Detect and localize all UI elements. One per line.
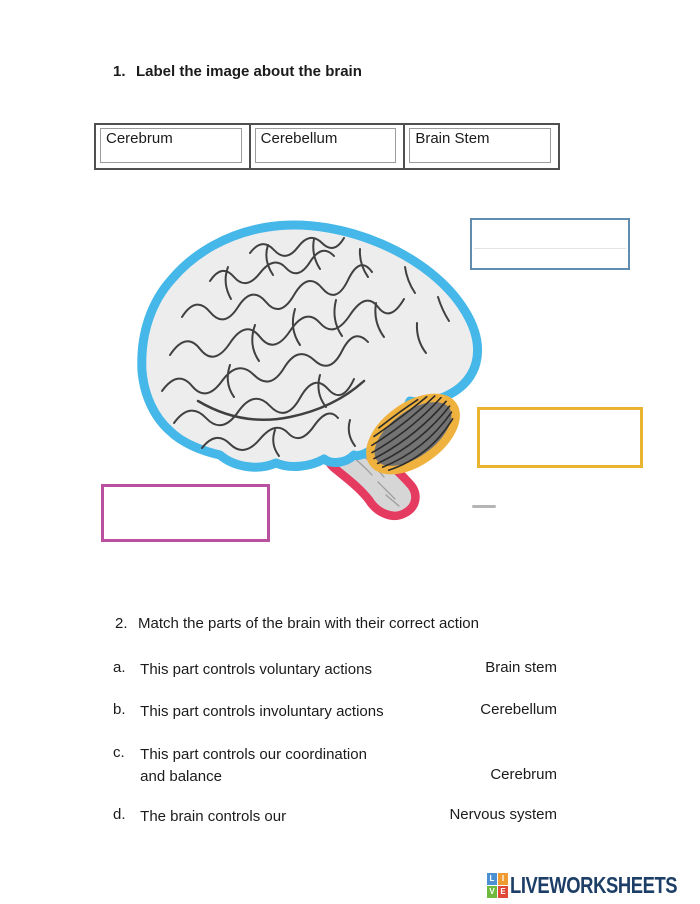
- section2-title-text: Match the parts of the brain with their …: [138, 615, 479, 632]
- match-answer-cerebellum[interactable]: Cerebellum: [480, 701, 557, 718]
- match-row-b: b. This part controls involuntary action…: [113, 701, 557, 723]
- match-question-a: This part controls voluntary actions: [140, 661, 372, 678]
- section1-title: 1. Label the image about the brain: [113, 63, 362, 80]
- answer-box-cerebellum[interactable]: [477, 407, 643, 468]
- match-row-d: d. The brain controls our Nervous system: [113, 806, 557, 828]
- word-bank-label-cerebrum: Cerebrum: [100, 128, 242, 163]
- match-row-a: a. This part controls voluntary actions …: [113, 659, 557, 681]
- logo-square-v: V: [487, 886, 497, 898]
- word-bank-cell-cerebrum: Cerebrum: [96, 125, 249, 168]
- section2-number: 2.: [115, 615, 128, 632]
- logo-square-l: L: [487, 873, 497, 885]
- answer-box-brainstem[interactable]: [101, 484, 270, 542]
- section1-title-text: Label the image about the brain: [136, 63, 362, 80]
- match-question-b: This part controls involuntary actions: [140, 703, 384, 720]
- cerebrum-part: [137, 220, 483, 472]
- logo-square-e: E: [498, 886, 508, 898]
- small-dash-mark: [472, 505, 496, 508]
- match-letter-b: b.: [113, 701, 126, 718]
- section1-number: 1.: [113, 63, 126, 80]
- word-bank-table: Cerebrum Cerebellum Brain Stem: [94, 123, 560, 170]
- match-question-d: The brain controls our: [140, 808, 287, 825]
- word-bank-cell-brainstem: Brain Stem: [403, 125, 558, 168]
- word-bank-label-brainstem: Brain Stem: [409, 128, 552, 163]
- logo-square-i: I: [498, 873, 508, 885]
- match-answer-brainstem[interactable]: Brain stem: [485, 659, 557, 676]
- answer-box-divider: [474, 247, 626, 249]
- liveworksheets-wordmark: LIVEWORKSHEETS: [510, 872, 678, 898]
- liveworksheets-logo-icon: L I V E: [487, 873, 508, 898]
- answer-box-cerebrum[interactable]: [470, 218, 630, 270]
- word-bank-label-cerebellum: Cerebellum: [254, 128, 397, 163]
- match-answer-cerebrum[interactable]: Cerebrum: [490, 766, 557, 783]
- brain-diagram: [137, 220, 483, 520]
- match-letter-d: d.: [113, 806, 126, 823]
- match-answer-nervous-system[interactable]: Nervous system: [449, 806, 557, 823]
- word-bank-cell-cerebellum: Cerebellum: [248, 125, 404, 168]
- match-letter-a: a.: [113, 659, 126, 676]
- cerebellum-part: [366, 393, 460, 475]
- cerebrum-gyri-texture: [161, 236, 450, 457]
- liveworksheets-logo[interactable]: L I V E LIVEWORKSHEETS: [487, 872, 700, 899]
- match-letter-c: c.: [113, 744, 125, 761]
- section2-title: 2. Match the parts of the brain with thei…: [115, 615, 479, 632]
